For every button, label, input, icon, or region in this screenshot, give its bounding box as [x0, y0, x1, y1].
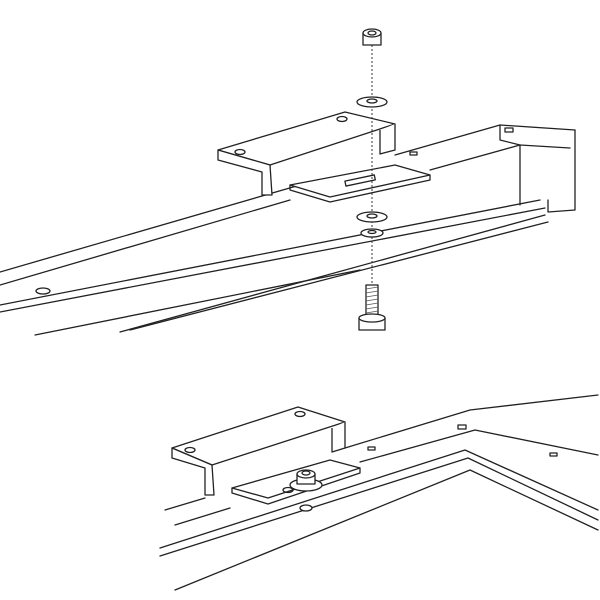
rail-hole	[35, 287, 51, 295]
plate-edge	[231, 467, 361, 505]
rail-bottom-right-2	[129, 221, 549, 331]
fastener-stack	[356, 28, 388, 331]
frame-bottom	[174, 469, 599, 591]
frame-side-1	[159, 449, 599, 549]
rail-side-lower	[0, 207, 546, 313]
rail-inner-edge	[0, 199, 291, 286]
bracket-side	[379, 124, 396, 155]
washer-top	[356, 96, 388, 108]
bracket-hole-left	[234, 148, 246, 156]
mounted-bracket	[171, 406, 346, 496]
frame-outer-top	[164, 394, 599, 511]
rail-bottom-right	[119, 214, 546, 333]
washer-lower	[356, 211, 388, 223]
bracket-top	[171, 406, 346, 466]
bracket-side	[331, 422, 346, 453]
rail-top-edge	[0, 184, 301, 273]
mounting-bracket	[217, 111, 396, 196]
exploded-view	[0, 28, 576, 336]
hex-nut	[362, 28, 382, 46]
bolt	[358, 284, 386, 331]
plate-lug	[282, 486, 294, 494]
frame-square-hole	[457, 424, 467, 430]
bracket-face	[217, 149, 273, 196]
bracket-hole-left	[184, 446, 196, 454]
slot	[409, 151, 418, 156]
bracket-face	[171, 447, 215, 496]
rail-channel	[0, 124, 576, 336]
frame-rail	[159, 394, 599, 591]
plate-slot	[344, 174, 376, 187]
lock-washer	[360, 228, 384, 238]
mounted-plate	[231, 459, 361, 505]
bracket-hole-right	[294, 410, 306, 418]
bolt-end	[301, 470, 311, 476]
plate	[289, 164, 431, 198]
frame-inner-top	[174, 429, 599, 526]
installed-fastener	[282, 469, 323, 512]
plate-edge	[289, 174, 431, 203]
clamp-plate	[289, 164, 431, 203]
frame-side-2	[159, 457, 599, 557]
frame-slot-1	[367, 446, 376, 451]
channel-end	[519, 129, 576, 213]
bracket-hole-right	[336, 115, 348, 123]
rail-lip	[429, 144, 571, 171]
rail-top-edge-far	[394, 124, 576, 156]
square-hole	[504, 127, 514, 133]
bolt-head-below	[299, 504, 313, 512]
frame-slot-2	[549, 452, 558, 457]
channel-inner	[499, 124, 521, 146]
rail-side-upper	[0, 199, 541, 306]
assembled-view	[159, 394, 599, 591]
nut-top	[296, 469, 316, 479]
